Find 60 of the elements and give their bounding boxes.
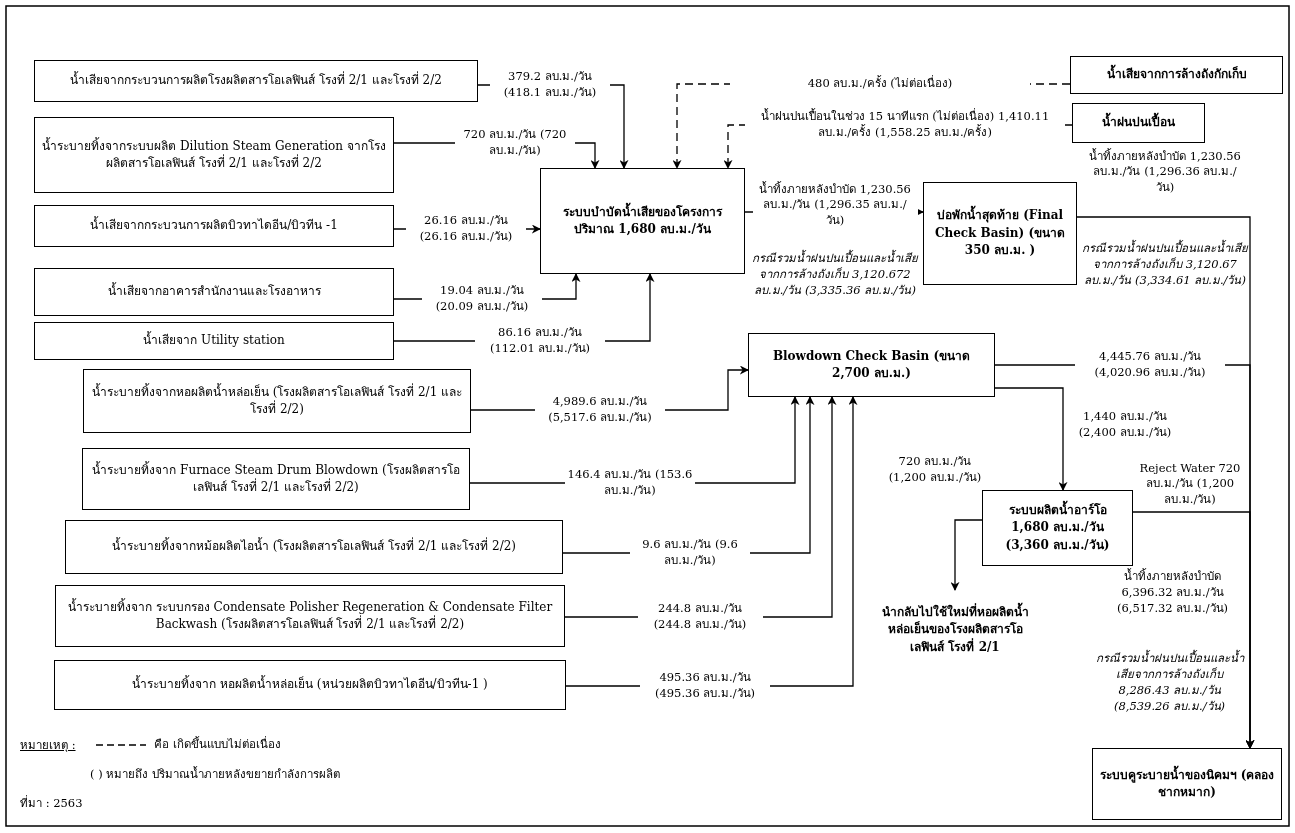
edge-label: 720 ลบ.ม./วัน (720 ลบ.ม./วัน) [455, 127, 575, 159]
node-text: น้ำฝนปนเปื้อน [1102, 114, 1175, 132]
node-text: น้ำระบายทิ้งจากระบบผลิต Dilution Steam Generation จากโรงผลิตสารโอเลฟินส์ โรงที่ 2/1 และโรงที่ 2/2 [41, 137, 387, 172]
note-text: ( ) หมายถึง ปริมาณน้ำภายหลังขยายกำลังการผลิต [90, 766, 341, 783]
source-box [34, 322, 394, 360]
node-text: น้ำระบายทิ้งจาก หอผลิตน้ำหล่อเย็น (หน่วยผลิตบิวทาไดอีน/บิวทีน-1 ) [132, 676, 488, 694]
edge-label: 146.4 ลบ.ม./วัน (153.6 ลบ.ม./วัน) [565, 467, 695, 499]
source-box [1072, 103, 1205, 143]
edge-label: น้ำฝนปนเปื้อนในช่วง 15 นาทีแรก (ไม่ต่อเนื่อง) 1,410.11 ลบ.ม./ครั้ง (1,558.25 ลบ.ม./ครั้ง) [745, 109, 1065, 141]
destination-text: นำกลับไปใช้ใหม่ที่หอผลิตน้ำหล่อเย็นของโรงผลิตสารโอเลฟินส์ โรงที่ 2/1 [880, 603, 1030, 656]
source-box [65, 520, 563, 574]
source-box [1070, 56, 1283, 94]
edge-label: 86.16 ลบ.ม./วัน (112.01 ลบ.ม./วัน) [475, 325, 605, 357]
source-box [34, 60, 478, 102]
node-text: ระบบบำบัดน้ำเสียของโครงการ ปริมาณ 1,680 ลบ.ม./วัน [562, 203, 724, 238]
node-text: ระบบคูระบายน้ำของนิคมฯ (คลองชากหมาก) [1099, 766, 1275, 801]
source-note: ที่มา : 2563 [20, 795, 84, 812]
arrow [950, 519, 983, 591]
source-box [82, 448, 470, 510]
source-box [34, 117, 394, 193]
note-text: กรณีรวมน้ำฝนปนเปื้อนและน้ำเสียจากการล้างถังเก็บ 3,120.67 ลบ.ม./วัน (3,334.61 ลบ.ม./วัน) [1082, 240, 1248, 289]
edge-label: 379.2 ลบ.ม./วัน (418.1 ลบ.ม./วัน) [490, 69, 610, 101]
node-text: น้ำเสียจากอาคารสำนักงานและโรงอาหาร [107, 283, 321, 301]
node-text: น้ำเสียจากกระบวนการผลิตโรงผลิตสารโอเลฟินส์ โรงที่ 2/1 และโรงที่ 2/2 [70, 72, 442, 90]
node-text: Blowdown Check Basin (ขนาด 2,700 ลบ.ม.) [771, 347, 972, 382]
flow-note: น้ำทิ้งภายหลังบำบัด 6,396.32 ลบ.ม./วัน (6,517.32 ลบ.ม./วัน) [1116, 568, 1229, 617]
node-text: น้ำระบายทิ้งจากหม้อผลิตไอน้ำ (โรงผลิตสารโอเลฟินส์ โรงที่ 2/1 และโรงที่ 2/2) [111, 538, 517, 556]
node-text: ระบบผลิตน้ำอาร์โอ 1,680 ลบ.ม./วัน (3,360 ลบ.ม./วัน) [1004, 501, 1111, 554]
node-text: น้ำเสียจากการล้างถังกักเก็บ [1106, 66, 1247, 84]
node-text: น้ำระบายทิ้งจาก ระบบกรอง Condensate Polisher Regeneration & Condensate Filter Backwash (โรงผลิตสารโอเลฟินส์ โรงที่ 2/1 และโรงที่ 2/2) [66, 598, 554, 633]
edge-label: 495.36 ลบ.ม./วัน (495.36 ลบ.ม./วัน) [640, 670, 770, 702]
source-box [55, 585, 565, 647]
note-text: กรณีรวมน้ำฝนปนเปื้อนและน้ำเสียจากการล้างถังเก็บ 3,120.672 ลบ.ม./วัน (3,335.36 ลบ.ม./วัน) [752, 250, 918, 299]
source-box [34, 205, 394, 247]
edge-label: 9.6 ลบ.ม./วัน (9.6 ลบ.ม./วัน) [630, 537, 750, 569]
source-box [54, 660, 566, 710]
edge-label: 4,445.76 ลบ.ม./วัน (4,020.96 ลบ.ม./วัน) [1075, 349, 1225, 381]
edge-label: 19.04 ลบ.ม./วัน (20.09 ลบ.ม./วัน) [422, 283, 542, 315]
edge-label: 26.16 ลบ.ม./วัน (26.16 ลบ.ม./วัน) [406, 213, 526, 245]
edge-label: น้ำทิ้งภายหลังบำบัด 1,230.56 ลบ.ม./วัน (1,296.35 ลบ.ม./วัน) [752, 181, 918, 229]
node-text: น้ำเสียจาก Utility station [143, 332, 285, 350]
treatment-system-box [540, 168, 745, 274]
node-text: น้ำเสียจากกระบวนการผลิตบิวทาไดอีน/บิวทีน -1 [90, 217, 338, 235]
arrow [994, 387, 1068, 491]
edge-label: 4,989.6 ลบ.ม./วัน (5,517.6 ลบ.ม./วัน) [535, 394, 665, 426]
basin-box [923, 182, 1077, 285]
source-box [83, 369, 471, 433]
ro-system-box [982, 490, 1133, 566]
drainage-box [1092, 748, 1282, 820]
arrow [1132, 511, 1255, 749]
legend-text: คือ เกิดขึ้นแบบไม่ต่อเนื่อง [154, 736, 281, 753]
node-text: น้ำระบายทิ้งจากหอผลิตน้ำหล่อเย็น (โรงผลิตสารโอเลฟินส์ โรงที่ 2/1 และโรงที่ 2/2) [90, 383, 464, 418]
note-heading: หมายเหตุ : [20, 737, 77, 754]
node-text: บ่อพักน้ำสุดท้าย (Final Check Basin) (ขนาด 350 ลบ.ม. ) [930, 207, 1070, 260]
node-text: น้ำระบายทิ้งจาก Furnace Steam Drum Blowdown (โรงผลิตสารโอเลฟินส์ โรงที่ 2/1 และโรงที่ 2/2) [91, 461, 461, 496]
edge-label: 480 ลบ.ม./ครั้ง (ไม่ต่อเนื่อง) [730, 76, 1030, 92]
edge-label: 244.8 ลบ.ม./วัน (244.8 ลบ.ม./วัน) [637, 601, 763, 633]
note-text: กรณีรวมน้ำฝนปนเปื้อนและน้ำเสียจากการล้างถังเก็บ 8,286.43 ลบ.ม./วัน (8,539.26 ลบ.ม./วัน) [1094, 650, 1246, 715]
basin-box [748, 333, 995, 397]
source-box [34, 268, 394, 316]
